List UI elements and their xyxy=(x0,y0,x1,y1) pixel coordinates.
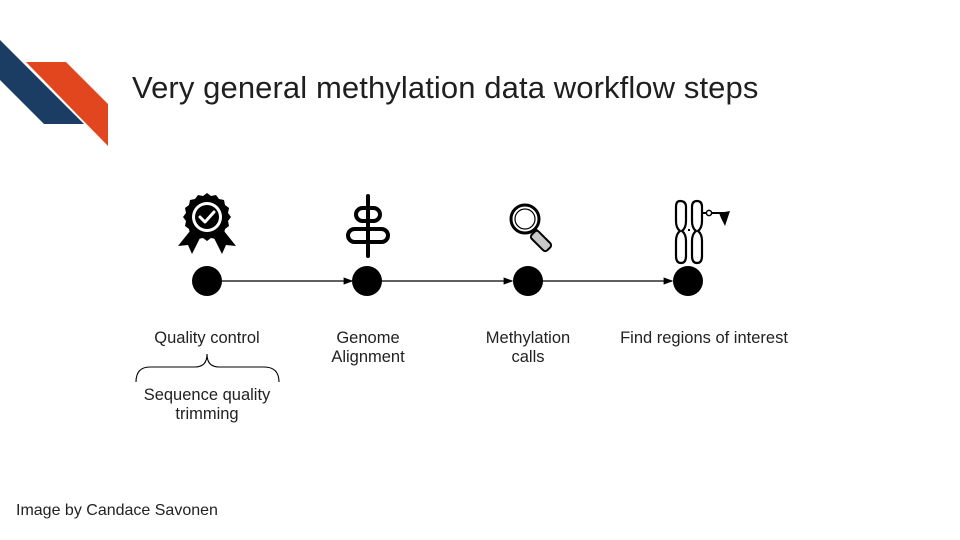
substep-label-sequence-trimming: Sequence quality trimming xyxy=(143,386,271,423)
corner-logo xyxy=(0,40,108,146)
step-label-quality-control: Quality control xyxy=(154,329,260,347)
image-credit: Image by Candace Savonen xyxy=(16,502,218,519)
chromosome-pointer-icon xyxy=(674,199,730,265)
step-label-genome-alignment: Genome Alignment xyxy=(331,329,405,366)
magnifying-glass-icon xyxy=(509,203,553,253)
step-node-3 xyxy=(513,266,543,296)
curly-brace xyxy=(135,353,280,383)
step-node-2 xyxy=(352,266,382,296)
step-label-find-regions: Find regions of interest xyxy=(620,329,788,347)
step-node-4 xyxy=(673,266,703,296)
step-node-1 xyxy=(192,266,222,296)
genome-alignment-icon xyxy=(346,194,390,258)
logo-orange-stripe xyxy=(26,62,108,146)
slide-title: Very general methylation data workflow s… xyxy=(132,70,759,105)
logo-dark-stripe xyxy=(0,40,84,124)
step-label-methylation-calls: Methylation calls xyxy=(485,329,571,366)
award-ribbon-icon xyxy=(178,193,236,254)
